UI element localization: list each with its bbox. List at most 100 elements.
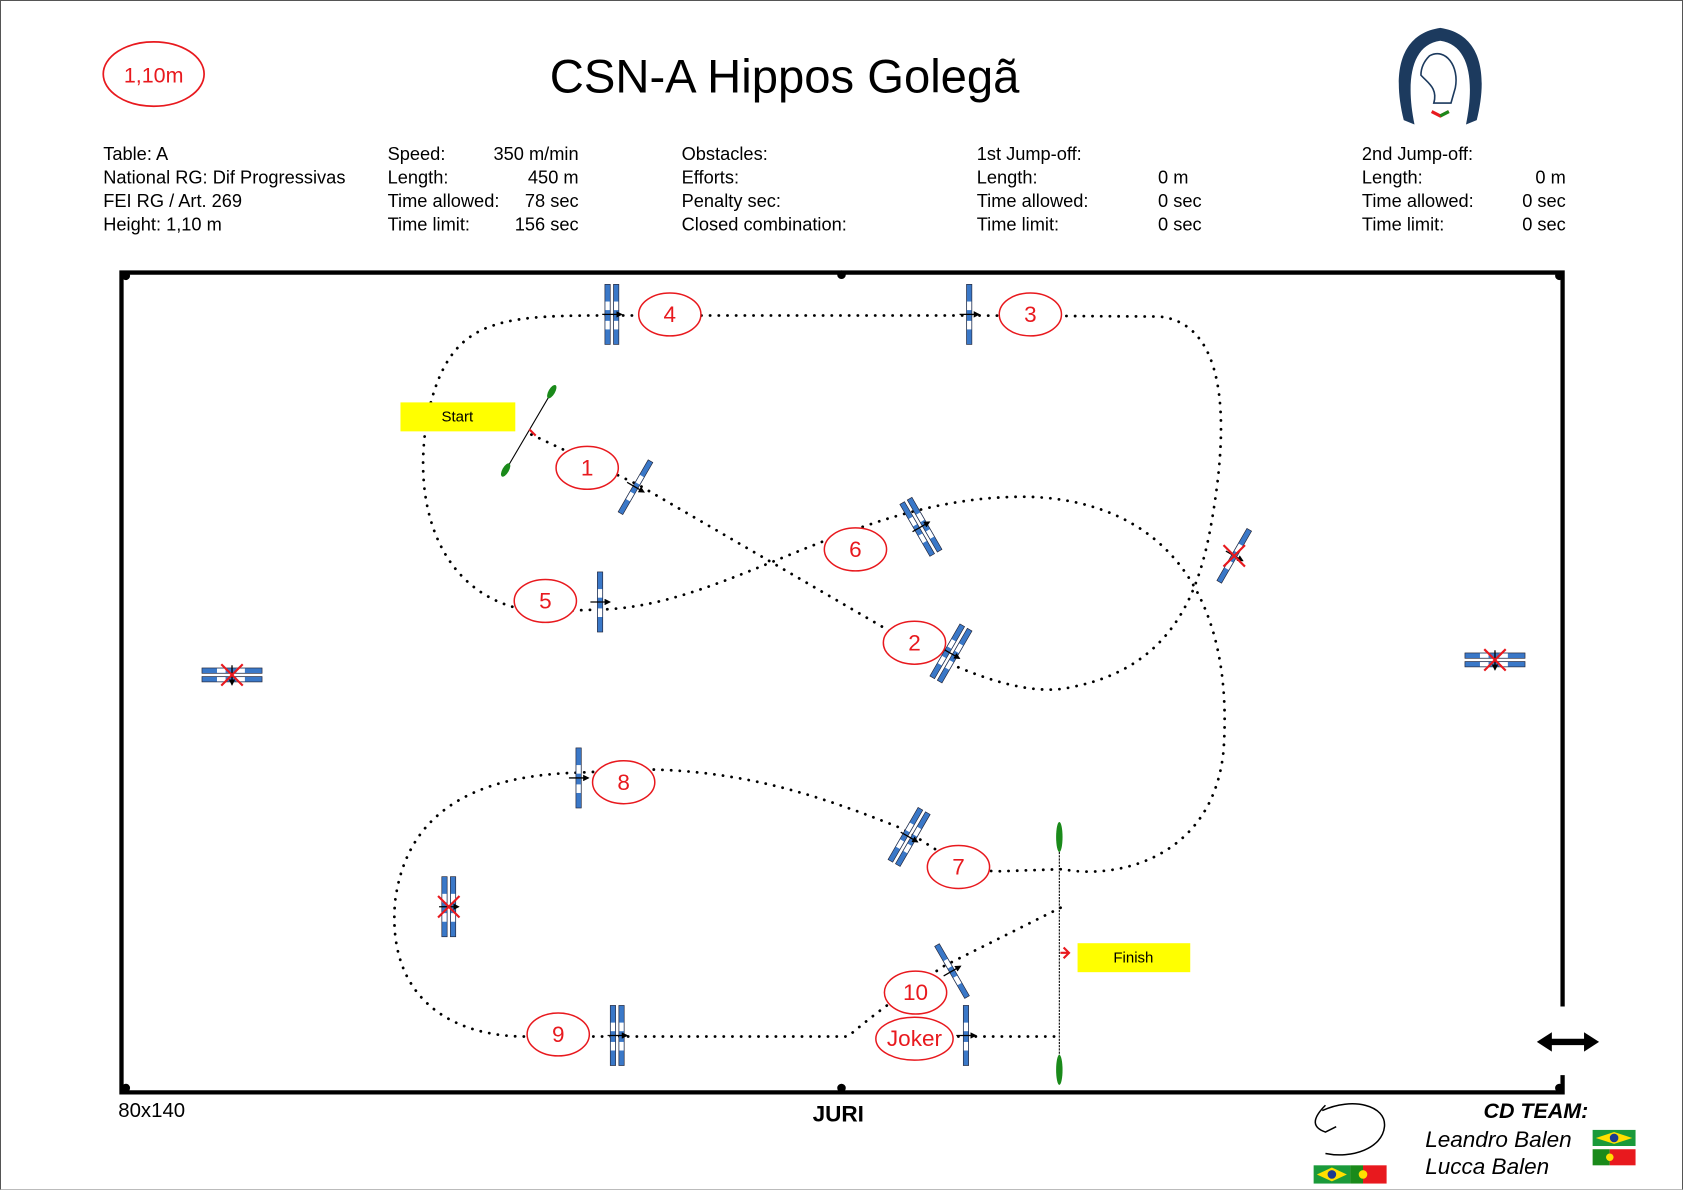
arena-size-label: 80x140 [118, 1100, 185, 1122]
direction-arrow-icon [912, 521, 931, 533]
crossed-out-icon [437, 895, 461, 919]
arena [119, 270, 1565, 1095]
arena-corner [1555, 271, 1564, 281]
arena-corner [1555, 1083, 1564, 1093]
crossed-out-icon [1483, 648, 1507, 672]
info-time-allowed-label: Time allowed: [388, 190, 500, 211]
info-fei-rg: FEI RG / Art. 269 [103, 190, 242, 211]
fence [590, 571, 612, 633]
info-height: Height: 1,10 m [103, 214, 222, 235]
jumpoff2-title: 2nd Jump-off: [1362, 143, 1473, 164]
course-info: Table: A National RG: Dif Progressivas F… [103, 143, 1566, 235]
unused-fence [1216, 528, 1253, 584]
obstacle-number-text: 8 [617, 770, 630, 795]
arena-corner [121, 1083, 131, 1093]
crossed-out-icon [220, 663, 244, 687]
arena-corner [121, 271, 131, 281]
fence [607, 1005, 629, 1066]
height-badge: 1,10m [102, 40, 205, 108]
obstacle-number: 10 [883, 970, 948, 1015]
direction-arrow-icon [942, 648, 961, 659]
fences [201, 284, 1526, 1066]
jury-label: JURI [813, 1101, 864, 1126]
obstacle-number: 6 [823, 527, 888, 572]
obstacle-number: 1 [555, 445, 620, 491]
unused-fence [1464, 648, 1526, 672]
obstacle-number-text: 6 [849, 537, 862, 562]
info-national-rg: National RG: Dif Progressivas [103, 166, 345, 187]
double-arrow-icon[interactable] [1536, 1032, 1600, 1052]
jumpoff1-time-allowed-value: 0 sec [1158, 190, 1202, 211]
finish-line [1056, 821, 1071, 1085]
info-length-value: 450 m [528, 166, 579, 187]
arena-marker [837, 270, 846, 279]
unused-fence [201, 663, 263, 687]
start-label: Start [400, 402, 516, 432]
jumpoff1-length-value: 0 m [1158, 166, 1188, 187]
info-speed-value: 350 m/min [493, 143, 578, 164]
team-title: CD TEAM: [1483, 1099, 1588, 1123]
portugal-flag-icon [1592, 1149, 1636, 1166]
height-badge-text: 1,10m [124, 64, 184, 88]
obstacle-number-text: Joker [887, 1026, 943, 1051]
fence [934, 943, 970, 999]
fence [617, 459, 654, 515]
info-time-allowed-value: 78 sec [525, 190, 579, 211]
fence [929, 623, 973, 684]
jumpoff2-length-label: Length: [1362, 166, 1423, 187]
info-time-limit-value: 156 sec [515, 214, 579, 235]
direction-arrow-icon [943, 965, 962, 977]
obstacle-number: 9 [526, 1012, 591, 1057]
obstacle-number: 2 [882, 620, 947, 665]
info-closed-combination: Closed combination: [682, 214, 847, 235]
jumpoff2-time-allowed-label: Time allowed: [1362, 190, 1474, 211]
jumpoff1-title: 1st Jump-off: [977, 143, 1082, 164]
fence [602, 284, 623, 345]
obstacle-number-text: 10 [903, 980, 928, 1005]
obstacle-number-text: 3 [1024, 302, 1037, 327]
jumpoff2-time-limit-value: 0 sec [1522, 214, 1566, 235]
info-time-limit-label: Time limit: [388, 214, 470, 235]
direction-arrow-icon [900, 831, 919, 843]
portugal-flag-icon [1350, 1165, 1387, 1184]
arena-marker [837, 1083, 846, 1093]
obstacle-number-text: 2 [908, 630, 921, 655]
jumpoff2-time-allowed-value: 0 sec [1522, 190, 1566, 211]
obstacle-number: Joker [875, 1016, 954, 1061]
federation-logo [1398, 27, 1482, 125]
obstacle-number-text: 9 [552, 1022, 565, 1047]
fence [956, 1005, 977, 1066]
fence [959, 284, 981, 345]
info-efforts: Efforts: [682, 166, 739, 187]
jumpoff2-time-limit-label: Time limit: [1362, 214, 1444, 235]
obstacle-number: 3 [998, 292, 1063, 337]
obstacle-number: 4 [637, 292, 702, 337]
obstacle-number-text: 4 [664, 302, 677, 327]
jumpoff2-length-value: 0 m [1535, 166, 1565, 187]
team-logo [1313, 1103, 1387, 1184]
obstacle-number: 5 [513, 578, 578, 624]
fence [887, 807, 931, 867]
jumpoff1-length-label: Length: [977, 166, 1038, 187]
start-line [500, 384, 557, 477]
team-member: Lucca Balen [1425, 1154, 1549, 1179]
obstacle-number-text: 5 [539, 588, 552, 613]
brazil-flag-icon [1313, 1165, 1351, 1184]
info-obstacles: Obstacles: [682, 143, 768, 164]
page-title: CSN-A Hippos Golegã [550, 50, 1020, 103]
team-member: Leandro Balen [1425, 1127, 1571, 1152]
info-table: Table: A [103, 143, 169, 164]
direction-arrow-icon [626, 481, 645, 493]
jumpoff1-time-limit-value: 0 sec [1158, 214, 1202, 235]
info-speed-label: Speed: [388, 143, 446, 164]
fence [568, 747, 590, 809]
info-length-label: Length: [388, 166, 449, 187]
svg-text:Start: Start [441, 409, 474, 426]
finish-label: Finish [1077, 943, 1191, 973]
fence [899, 496, 943, 557]
obstacle-number: 7 [926, 844, 991, 890]
